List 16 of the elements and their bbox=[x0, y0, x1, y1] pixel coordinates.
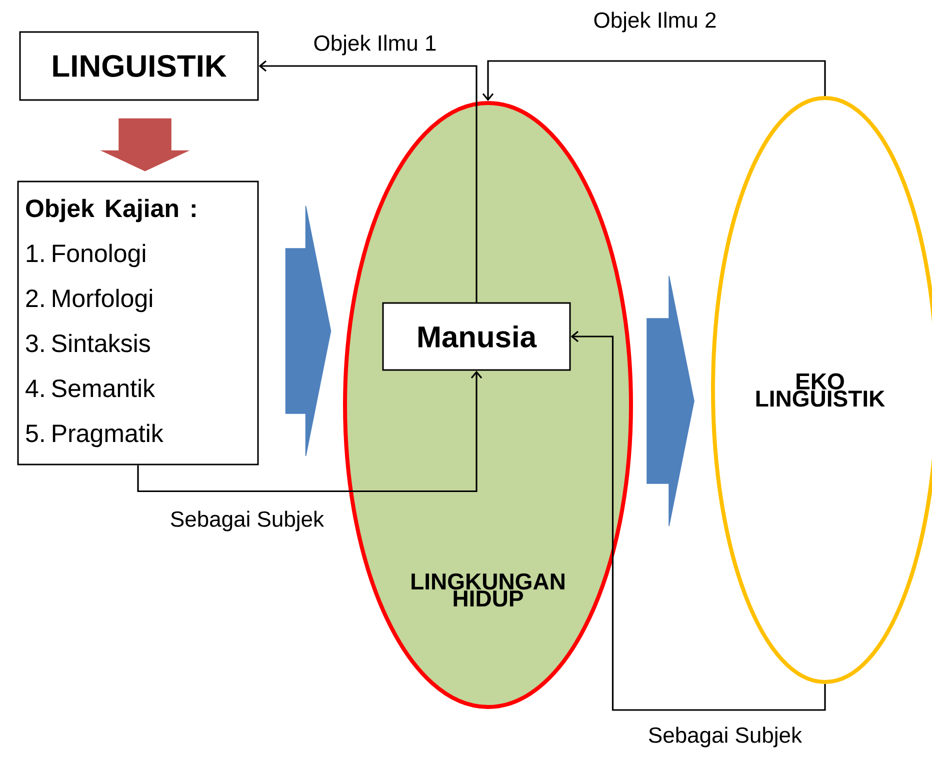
process-box: Manusia bbox=[382, 302, 571, 371]
block-arrow bbox=[646, 276, 694, 526]
edge-label: Sebagai Subjek bbox=[646, 726, 804, 748]
arrow bbox=[137, 370, 482, 492]
block-arrow bbox=[100, 118, 190, 172]
list-box: Objek Kajian : 1. Fonologi 2. Morfologi 3. Sintaksis 4. Semantik 5. Pragmatik bbox=[17, 180, 259, 466]
edge-label: Objek Ilmu 1 bbox=[312, 34, 438, 56]
node-label: EKO LINGUISTIK bbox=[756, 373, 885, 407]
node-label: LINGKUNGAN HIDUP bbox=[412, 573, 564, 607]
edge-label: Sebagai Subjek bbox=[168, 510, 326, 532]
title-box: LINGUISTIK bbox=[19, 31, 259, 101]
arrow bbox=[570, 330, 826, 711]
arrow bbox=[258, 60, 478, 302]
edge-label: Objek Ilmu 2 bbox=[592, 10, 718, 34]
block-arrow bbox=[285, 206, 332, 456]
arrow bbox=[482, 60, 826, 101]
